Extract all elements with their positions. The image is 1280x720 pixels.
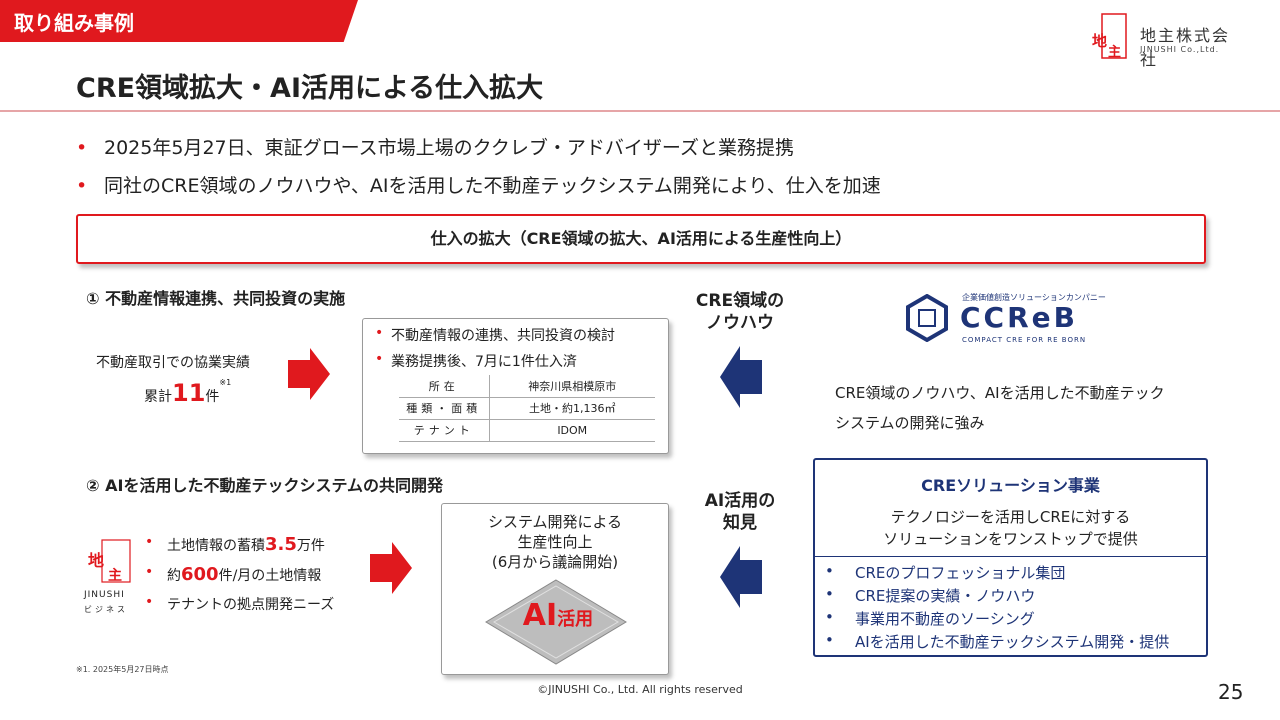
arrow-left-icon (720, 546, 762, 608)
section1-title: ① 不動産情報連携、共同投資の実施 (86, 289, 346, 308)
ccreb-logo: 企業価値創造ソリューションカンパニー CCReB COMPACT CRE FOR… (906, 292, 1116, 350)
company-name: 地主株式会社 (1140, 26, 1231, 69)
company-logo: 地 主 地主株式会社 JINUSHI Co.,Ltd. (1090, 12, 1240, 69)
section-tag: 取り組み事例 (0, 0, 358, 42)
jinushi-business-logo: 地 主 JINUSHI ビジネス (78, 538, 140, 618)
summary-bullets: •2025年5月27日、東証グロース市場上場のククレブ・アドバイザーズと業務提携… (76, 135, 881, 211)
footnote: ※1. 2025年5月27日時点 (76, 665, 169, 674)
cre-solution-description: テクノロジーを活用しCREに対する ソリューションをワンストップで提供 (883, 508, 1138, 548)
list-item: •CRE提案の実績・ノウハウ (825, 585, 1036, 605)
section1-stat: 累計11件※1 (144, 378, 232, 407)
list-item: •土地情報の蓄積3.5万件 (145, 534, 325, 555)
section1-stat-note: ※1 (219, 378, 232, 387)
summary-bullet: •2025年5月27日、東証グロース市場上場のククレブ・アドバイザーズと業務提携 (76, 137, 794, 159)
jinushi-business-kana: ビジネス (84, 605, 128, 614)
ccreb-tagline: 企業価値創造ソリューションカンパニー (962, 293, 1106, 302)
svg-text:主: 主 (108, 567, 122, 584)
ccreb-sub: COMPACT CRE FOR RE BORN (962, 336, 1087, 344)
cre-solution-divider (815, 556, 1206, 557)
ccreb-description: CRE領域のノウハウ、AIを活用した不動産テック システムの開発に強み (835, 384, 1165, 432)
section-tag-label: 取り組み事例 (14, 11, 134, 35)
ai-label: AI活用 (522, 598, 594, 633)
section1-stat-value: 11 (172, 379, 206, 407)
summary-bullet: •同社のCRE領域のノウハウや、AIを活用した不動産テックシステム開発により、仕… (76, 175, 881, 197)
cre-solution-title: CREソリューション事業 (921, 476, 1100, 495)
list-item: •テナントの拠点開発ニーズ (145, 594, 335, 613)
jinushi-business-en: JINUSHI (84, 590, 125, 600)
table-row: 種類・面積土地・約1,136㎡ (399, 397, 655, 420)
table-row: 所在神奈川県相模原市 (399, 375, 655, 398)
svg-text:地: 地 (88, 551, 104, 570)
list-item: •業務提携後、7月に1件仕入済 (375, 351, 577, 370)
page-title: CRE領域拡大・AI活用による仕入拡大 (76, 73, 544, 104)
svg-text:主: 主 (1108, 44, 1121, 60)
jinushi-logo-icon: 地 主 (1092, 13, 1127, 60)
page-number: 25 (1218, 680, 1244, 704)
list-item: •CREのプロフェッショナル集団 (825, 562, 1066, 582)
ai-diamond-icon (485, 579, 627, 665)
arrow-right-icon (288, 348, 330, 400)
arrow-right-icon (370, 542, 412, 594)
copyright: ©JINUSHI Co., Ltd. All rights reserved (537, 683, 743, 696)
section1-detail-box: •不動産情報の連携、共同投資の検討 •業務提携後、7月に1件仕入済 所在神奈川県… (362, 318, 669, 454)
ccreb-name: CCReB (960, 301, 1078, 334)
section2-stats: •土地情報の蓄積3.5万件 •約600件/月の土地情報 •テナントの拠点開発ニー… (145, 534, 334, 624)
arrow-left-icon (720, 346, 762, 408)
key-banner: 仕入の拡大（CRE領域の拡大、AI活用による生産性向上） (76, 214, 1206, 264)
list-item: •約600件/月の土地情報 (145, 564, 322, 585)
svg-text:地: 地 (1092, 32, 1107, 50)
bullet-dot-icon: • (76, 137, 88, 159)
section2-box-text: システム開発による 生産性向上 (6月から議論開始) (487, 513, 623, 571)
section2-title: ② AIを活用した不動産テックシステムの共同開発 (86, 476, 443, 495)
ai-knowledge-label: AI活用の 知見 (704, 491, 776, 533)
list-item: •事業用不動産のソーシング (825, 608, 1035, 628)
cre-solution-list: •CREのプロフェッショナル集団 •CRE提案の実績・ノウハウ •事業用不動産の… (825, 562, 1169, 654)
title-divider (0, 110, 1280, 112)
company-name-en: JINUSHI Co.,Ltd. (1140, 45, 1220, 54)
ccreb-hexagon-icon (906, 294, 948, 342)
section1-stat-label: 不動産取引での協業実績 (96, 355, 250, 371)
cre-solution-box: CREソリューション事業 テクノロジーを活用しCREに対する ソリューションをワ… (813, 458, 1208, 657)
jinushi-business-mark-icon: 地 主 (88, 539, 131, 584)
list-item: •不動産情報の連携、共同投資の検討 (375, 325, 615, 344)
list-item: •AIを活用した不動産テックシステム開発・提供 (825, 631, 1170, 651)
cre-knowhow-label: CRE領域の ノウハウ (695, 291, 785, 333)
bullet-dot-icon: • (76, 175, 88, 197)
section2-detail-box: システム開発による 生産性向上 (6月から議論開始) AI活用 (441, 503, 669, 675)
